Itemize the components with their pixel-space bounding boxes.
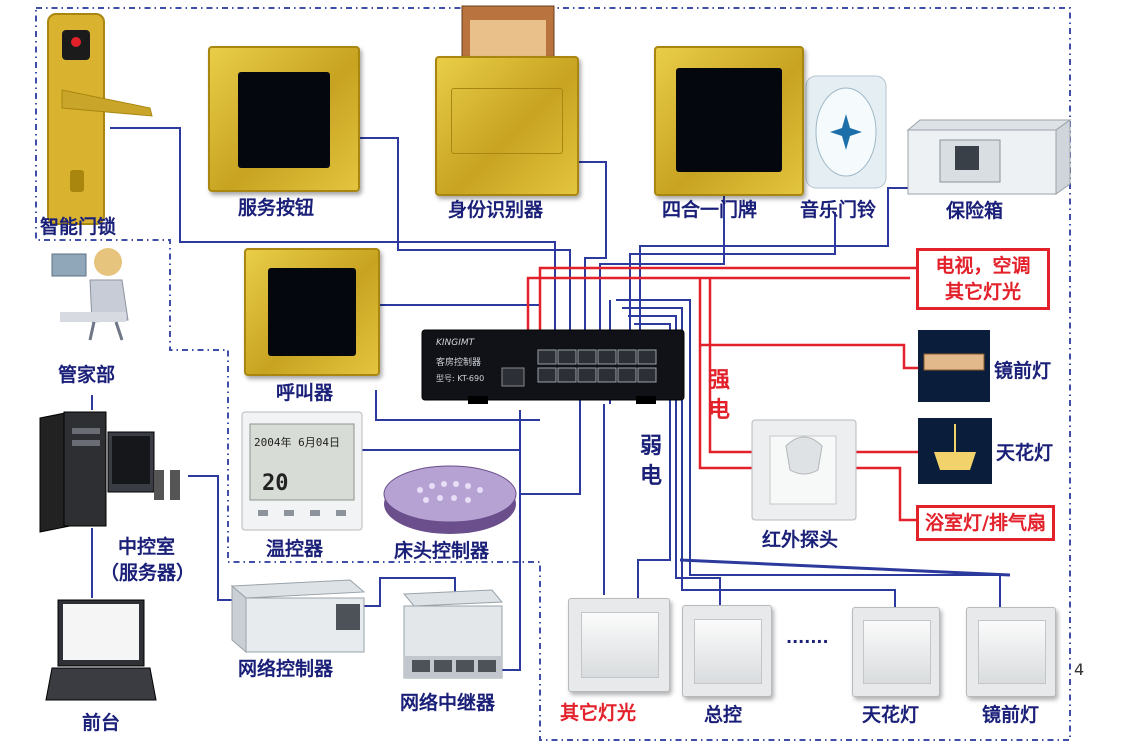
mirror-light-device	[918, 330, 990, 402]
label-thermostat: 温控器	[266, 538, 324, 560]
four-in-one-panel	[654, 46, 804, 196]
bedside-controller-device	[383, 465, 517, 534]
network-repeater-device	[402, 589, 504, 679]
controller-name: 客房控制器	[436, 356, 481, 368]
label-bath-light: 浴室灯/排气扇	[916, 505, 1055, 541]
smart-lock-device	[47, 13, 153, 225]
label-switch-ceiling: 天花灯	[862, 704, 920, 726]
thermostat-temp: 20	[262, 471, 289, 496]
switch-other-lights	[568, 598, 670, 692]
label-switch-other: 其它灯光	[560, 702, 637, 724]
label-weak-power-1: 弱	[640, 434, 663, 459]
label-net-repeater: 网络中继器	[400, 692, 496, 714]
label-service-button: 服务按钮	[238, 197, 315, 219]
weak-bus	[679, 558, 1011, 577]
front-desk-laptop	[45, 599, 157, 701]
label-id-reader: 身份识别器	[448, 199, 544, 221]
label-tv-ac-line1: 电视，空调	[935, 255, 1031, 277]
label-strong-power-2: 电	[708, 398, 731, 423]
caller-panel	[244, 248, 380, 376]
label-four-in-one: 四合一门牌	[662, 199, 758, 221]
switch-ceiling	[852, 607, 940, 697]
label-switch-master: 总控	[704, 704, 743, 726]
weak-current-wires	[91, 127, 1001, 671]
label-safe: 保险箱	[946, 200, 1004, 222]
infrared-device	[751, 419, 857, 521]
network-controller-device	[230, 579, 366, 654]
label-tv-ac-line2: 其它灯光	[944, 281, 1021, 303]
doorbell-device	[805, 75, 887, 189]
label-tv-ac: 电视，空调 其它灯光	[916, 248, 1050, 310]
label-bedside: 床头控制器	[394, 540, 490, 562]
label-strong-power-1: 强	[708, 368, 731, 393]
label-weak-power-2: 电	[640, 464, 663, 489]
controller-model: 型号: KT-690	[436, 374, 484, 383]
ceiling-light-device	[918, 418, 992, 484]
label-switch-mirror: 镜前灯	[982, 704, 1040, 726]
dashed-borders	[35, 7, 1071, 741]
safe-device	[906, 119, 1072, 195]
switch-mirror	[966, 607, 1056, 697]
label-caller: 呼叫器	[276, 382, 334, 404]
label-net-controller: 网络控制器	[238, 658, 334, 680]
switch-ellipsis: ·······	[786, 632, 829, 651]
label-butler: 管家部	[58, 364, 116, 386]
server-computer	[39, 411, 180, 533]
thermostat-time: 2004年 6月04日	[254, 435, 340, 449]
label-music-doorbell: 音乐门铃	[800, 199, 877, 221]
room-controller	[421, 329, 685, 404]
label-mirror-light: 镜前灯	[994, 360, 1052, 382]
label-infrared: 红外探头	[762, 529, 839, 551]
label-control-room-sub: （服务器）	[100, 562, 196, 584]
service-button-panel	[208, 46, 360, 192]
id-reader-panel	[435, 56, 579, 196]
page-number: 4	[1074, 660, 1085, 679]
butler-figure	[51, 248, 129, 341]
controller-brand: KINGIMT	[436, 338, 476, 348]
label-front-desk: 前台	[82, 712, 121, 734]
label-ceiling-light: 天花灯	[996, 442, 1054, 464]
label-smart-lock: 智能门锁	[40, 216, 117, 238]
switch-master	[682, 605, 772, 697]
thermostat-device	[241, 411, 363, 531]
label-control-room: 中控室	[118, 536, 176, 558]
